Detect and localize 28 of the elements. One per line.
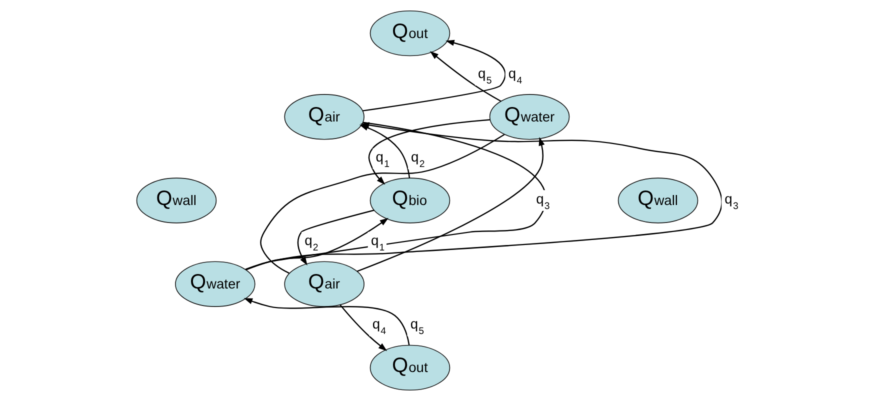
arrow	[362, 40, 506, 112]
node-ellipse: Qwall	[617, 178, 698, 224]
edge-label: q$_{4}$	[372, 316, 386, 338]
edge-label: q$_{3}$	[536, 190, 550, 212]
edge-label: q$_{1}$	[375, 148, 389, 170]
node-ellipse: Qwater	[488, 94, 570, 140]
arrow	[245, 218, 388, 270]
edge-label: q$_{1}$	[370, 232, 384, 254]
arrow	[429, 51, 501, 102]
arrow	[356, 136, 544, 272]
edge-label: q$_{5}$	[478, 64, 492, 86]
node-ellipse: Qout	[369, 10, 450, 56]
node-ellipse: Qbio	[369, 178, 450, 224]
edge-label: q$_{5}$	[410, 316, 424, 338]
arrow	[244, 122, 722, 270]
edge-label: q$_{4}$	[508, 64, 522, 86]
node-ellipse: Qwall	[136, 178, 216, 224]
edge-label: q$_{2}$	[304, 232, 318, 254]
connector	[245, 122, 546, 270]
arrow	[243, 298, 410, 346]
node-ellipse: Qair	[284, 94, 364, 140]
connector	[260, 134, 504, 274]
arrow	[296, 210, 374, 266]
edge-label: q$_{2}$	[410, 148, 424, 170]
edge-label: q$_{3}$	[724, 190, 738, 212]
node-ellipse: Qair	[284, 261, 364, 307]
arrow	[368, 119, 490, 185]
node-ellipse: Qout	[369, 344, 450, 391]
